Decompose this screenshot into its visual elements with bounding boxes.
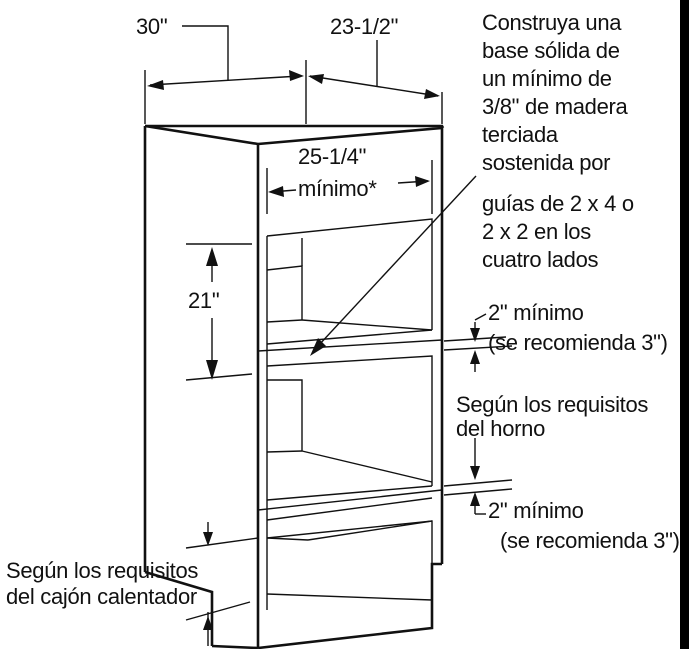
base-note-line: guías de 2 x 4 o — [482, 191, 634, 216]
dimension-height-21 — [185, 243, 253, 381]
label-width-30: 30" — [136, 14, 167, 39]
label-inner-width-value: 25-1/4" — [298, 144, 366, 169]
base-note-line: 3/8" de madera — [482, 94, 629, 119]
drawer-req-line2: del cajón calentador — [6, 584, 197, 609]
oven-req-line1: Según los requisitos — [456, 392, 648, 417]
label-inner-width-min: mínimo* — [298, 176, 377, 201]
oven-req-line2: del horno — [456, 416, 545, 441]
base-note-line: 2 x 2 en los — [482, 219, 591, 244]
clearance-top-dimension — [443, 313, 513, 372]
oven-req-dimension — [470, 438, 480, 480]
dimension-inner-width — [266, 160, 433, 214]
dimension-width-30 — [144, 25, 307, 124]
dimension-depth — [308, 40, 443, 124]
base-note-line: Construya una — [482, 10, 622, 35]
label-height-21: 21" — [188, 288, 219, 313]
clearance-bottom-line2: (se recomienda 3") — [500, 528, 680, 553]
clearance-top-line2: (se recomienda 3") — [488, 330, 668, 355]
right-edge-bar — [680, 0, 689, 649]
clearance-bottom-dimension — [443, 479, 513, 515]
base-note: Construya una base sólida de un mínimo d… — [482, 10, 640, 272]
drawer-req-dimension — [185, 522, 259, 646]
base-note-line: sostenida por — [482, 150, 610, 175]
label-depth: 23-1/2" — [330, 14, 398, 39]
clearance-bottom-line1: 2" mínimo — [488, 498, 584, 523]
clearance-top-line1: 2" mínimo — [488, 300, 584, 325]
base-note-line: cuatro lados — [482, 247, 599, 272]
base-note-line: un mínimo de — [482, 66, 612, 91]
drawer-req-line1: Según los requisitos — [6, 558, 198, 583]
base-note-line: base sólida de — [482, 38, 620, 63]
base-note-line: terciada — [482, 122, 559, 147]
base-note-leader-arrow — [310, 175, 477, 356]
cabinet-front-frame — [257, 218, 443, 610]
